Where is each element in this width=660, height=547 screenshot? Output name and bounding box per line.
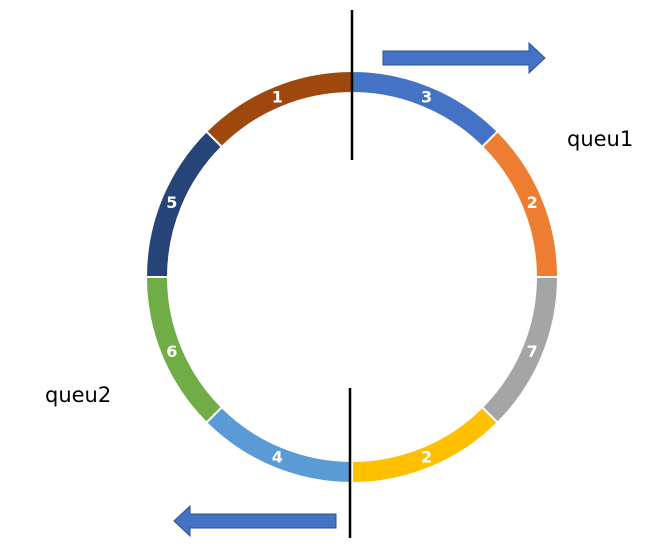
queue1-direction-arrow-icon bbox=[382, 41, 546, 75]
ring-segment bbox=[351, 69, 500, 149]
ring-segment bbox=[480, 276, 560, 425]
ring-segment-label: 7 bbox=[527, 342, 538, 361]
ring-segment-label: 4 bbox=[272, 448, 283, 467]
ring-segment bbox=[144, 129, 224, 278]
ring-segment bbox=[351, 405, 500, 485]
ring-segment bbox=[144, 276, 224, 425]
ring-segment-label: 6 bbox=[166, 342, 177, 361]
ring-segment-label: 1 bbox=[272, 87, 283, 106]
ring-segment-label: 2 bbox=[421, 448, 432, 467]
ring-segment bbox=[480, 129, 560, 278]
ring-segment bbox=[204, 405, 353, 485]
queue1-label: queu1 bbox=[567, 127, 634, 151]
queue2-label: queu2 bbox=[45, 383, 112, 407]
queue2-direction-arrow-icon bbox=[173, 504, 337, 538]
ring-segment-label: 3 bbox=[421, 87, 432, 106]
ring-segment-label: 5 bbox=[166, 193, 177, 212]
ring-segment bbox=[204, 69, 353, 149]
ring-segments bbox=[144, 69, 560, 485]
ring-segment-label: 2 bbox=[527, 193, 538, 212]
ring-segment-labels: 3 2 7 2 4 6 5 1 bbox=[166, 87, 537, 466]
